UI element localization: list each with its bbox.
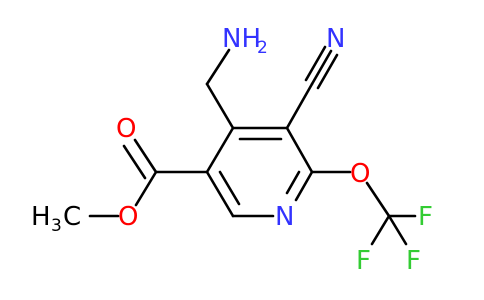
bond-cf3-f-right (387, 214, 408, 246)
bond-c4-ch2 (205, 82, 235, 130)
amine-n-label: NH (222, 24, 261, 54)
bond-cf3-f-left (370, 214, 391, 246)
bond-c2-n1 (294, 170, 314, 202)
methyl-c-label: C (63, 202, 81, 232)
bond-cester-o (134, 170, 158, 207)
bond-c6-c5 (205, 170, 235, 218)
double-bond-co-b (122, 144, 147, 180)
nitrile-n-label: N (326, 24, 345, 54)
f-right-label: F (406, 246, 421, 276)
ring-n-label: N (275, 202, 294, 232)
double-bond-c5-c6-inner (218, 170, 241, 206)
triple-bond-a (310, 49, 333, 86)
bond-c3-cn (285, 82, 314, 130)
amine-subscript-label: 2 (257, 38, 268, 58)
f-left-label: F (356, 246, 371, 276)
methyl-subscript-label: 3 (51, 216, 62, 236)
f-top-label: F (418, 202, 433, 232)
double-bond-c2-n1-inner (285, 170, 301, 195)
bond-c3-c2 (285, 126, 314, 174)
triple-bond-c (316, 53, 339, 90)
double-bond-co-a (133, 138, 158, 174)
pyridine-ring (205, 126, 314, 218)
bond-ch2-n (205, 48, 231, 86)
methyl-h-label: H (31, 202, 51, 232)
ether-o-label: O (350, 159, 370, 189)
ester-o-label: O (118, 202, 138, 232)
bond-c5-c4 (205, 126, 235, 174)
triple-bond-b (304, 45, 327, 82)
bond-o-cf3 (365, 181, 391, 218)
ester-carbonyl-o-label: O (116, 114, 136, 144)
